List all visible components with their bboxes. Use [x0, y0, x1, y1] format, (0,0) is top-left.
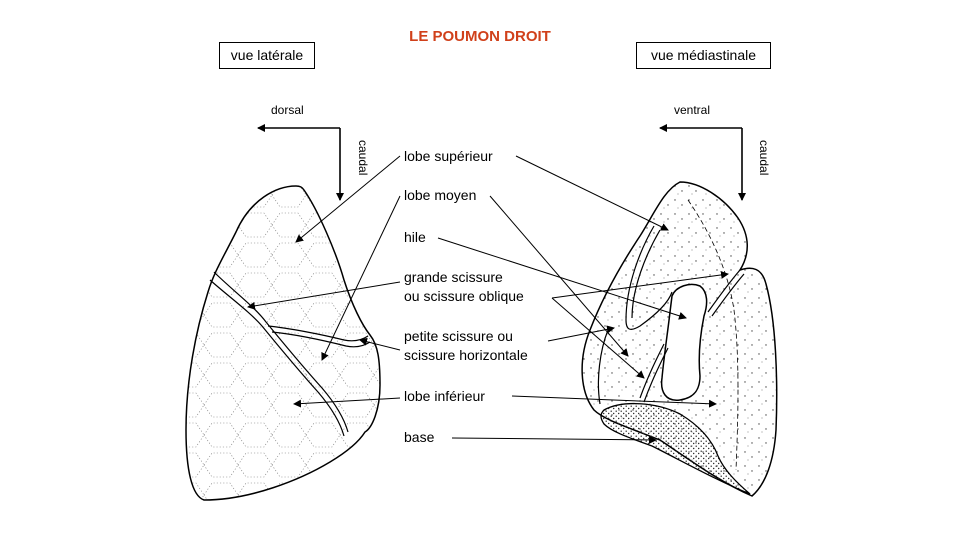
diagram-title: LE POUMON DROIT [409, 28, 551, 45]
orientation-arrows-right [659, 124, 746, 201]
lateral-view-lung [185, 185, 381, 501]
label-horizontal-fissure-line2: scissure horizontale [404, 347, 528, 363]
label-middle-lobe: lobe moyen [404, 187, 477, 203]
orientation-arrows-left [257, 124, 344, 201]
label-oblique-fissure-line1: grande scissure [404, 269, 503, 285]
leader-arrows [247, 155, 729, 444]
mediastinal-view-label: vue médiastinale [636, 42, 771, 69]
label-lower-lobe: lobe inférieur [404, 388, 485, 404]
label-oblique-fissure-line2: ou scissure oblique [404, 288, 524, 304]
label-upper-lobe: lobe supérieur [404, 148, 493, 164]
dorsal-direction-label: dorsal [271, 103, 304, 117]
label-base: base [404, 429, 435, 445]
lateral-view-label: vue latérale [219, 42, 315, 69]
mediastinal-view-lung [581, 181, 778, 497]
ventral-direction-label: ventral [674, 103, 711, 117]
label-horizontal-fissure-line1: petite scissure ou [404, 328, 513, 344]
label-hilum: hile [404, 229, 426, 245]
